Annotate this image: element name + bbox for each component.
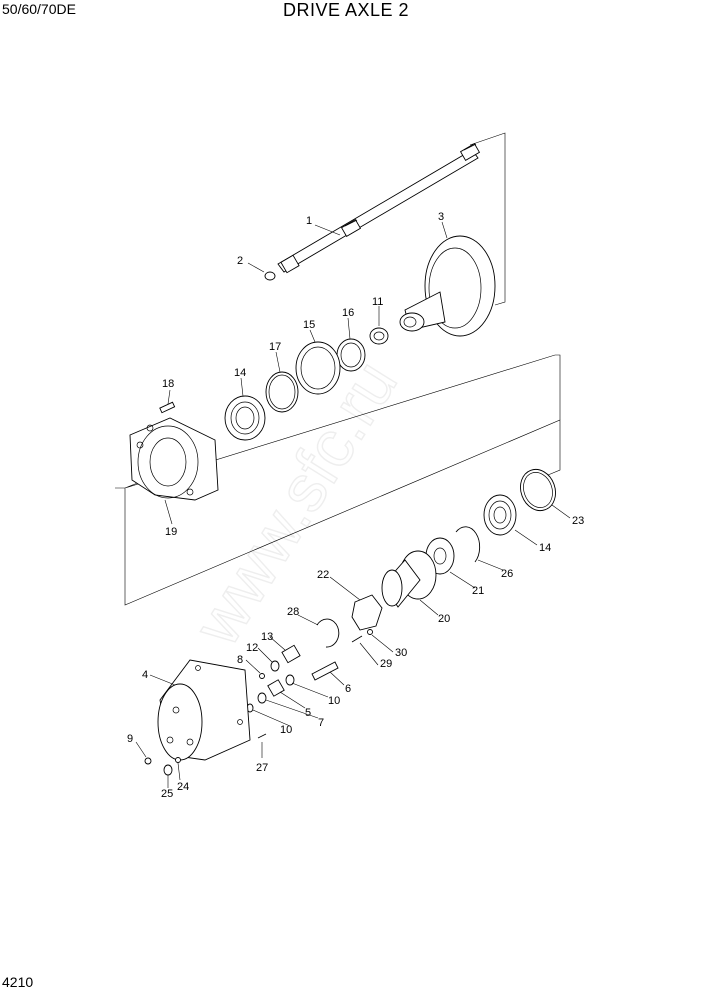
callout-7: 7 [318, 717, 324, 729]
callout-6: 6 [345, 683, 351, 695]
part-roller-bearing-lower [483, 494, 517, 536]
callout-17: 17 [269, 341, 281, 353]
part-ball-30 [367, 629, 373, 635]
callout-20: 20 [438, 613, 450, 625]
part-pin-29 [351, 635, 363, 643]
callout-3: 3 [438, 211, 444, 223]
callout-15: 15 [303, 319, 315, 331]
part-plug-24 [175, 757, 181, 763]
callout-13: 13 [261, 631, 273, 643]
part-needle-bearing-upper [281, 644, 301, 664]
part-washer-12 [270, 660, 280, 672]
callout-14-lower: 14 [539, 542, 551, 554]
callout-4: 4 [142, 669, 148, 681]
callout-27: 27 [256, 762, 268, 774]
callout-22: 22 [317, 569, 329, 581]
part-pin-27 [257, 733, 267, 739]
part-carrier-housing [129, 417, 219, 501]
part-washer-10-upper [285, 674, 295, 686]
callout-29: 29 [380, 658, 392, 670]
callout-numbers: 1 2 3 11 16 15 17 14 18 19 23 14 26 21 2… [127, 211, 584, 800]
callout-12: 12 [246, 642, 258, 654]
part-snap-ring-26 [455, 526, 481, 563]
callout-25: 25 [161, 788, 173, 800]
part-bearing-cone [369, 327, 389, 345]
callout-30: 30 [395, 647, 407, 659]
callout-8: 8 [237, 654, 243, 666]
part-planet-carrier [157, 659, 251, 761]
leader-lines [135, 221, 571, 788]
callout-10-lower: 10 [280, 724, 292, 736]
part-pinion-shaft [311, 661, 339, 681]
part-small-8 [259, 673, 265, 679]
callout-21: 21 [472, 585, 484, 597]
callout-14-upper: 14 [234, 367, 246, 379]
callout-23: 23 [572, 515, 584, 527]
callout-24: 24 [177, 781, 189, 793]
part-plug-9 [144, 757, 152, 765]
part-hub [399, 235, 496, 337]
part-bolt [159, 401, 176, 414]
callout-2: 2 [237, 255, 243, 267]
part-retaining-ring [316, 618, 340, 648]
part-ring-gear [381, 550, 437, 608]
callout-10-upper: 10 [328, 695, 340, 707]
callout-16: 16 [342, 307, 354, 319]
callout-28: 28 [287, 606, 299, 618]
page-number: 4210 [2, 974, 34, 990]
callout-19: 19 [165, 526, 177, 538]
callout-9: 9 [127, 733, 133, 745]
model-code: 50/60/70DE [2, 1, 76, 17]
callout-11: 11 [372, 296, 383, 308]
part-roller-bearing-upper [224, 395, 266, 441]
callout-1: 1 [306, 215, 312, 227]
part-plug-25 [163, 764, 173, 776]
page-title: DRIVE AXLE 2 [283, 0, 410, 20]
callout-26: 26 [501, 568, 513, 580]
frame-line-upper [469, 132, 506, 306]
callout-18: 18 [162, 378, 174, 390]
part-washer-10-lower [257, 692, 267, 704]
part-needle-bearing-lower [267, 679, 285, 697]
callout-5: 5 [305, 707, 311, 719]
part-nut [264, 271, 276, 281]
part-ring-15 [295, 341, 341, 395]
part-snap-ring-17 [265, 371, 299, 413]
part-o-ring [520, 468, 556, 512]
part-axle-shaft [277, 143, 481, 274]
part-carrier-plate [351, 594, 383, 631]
